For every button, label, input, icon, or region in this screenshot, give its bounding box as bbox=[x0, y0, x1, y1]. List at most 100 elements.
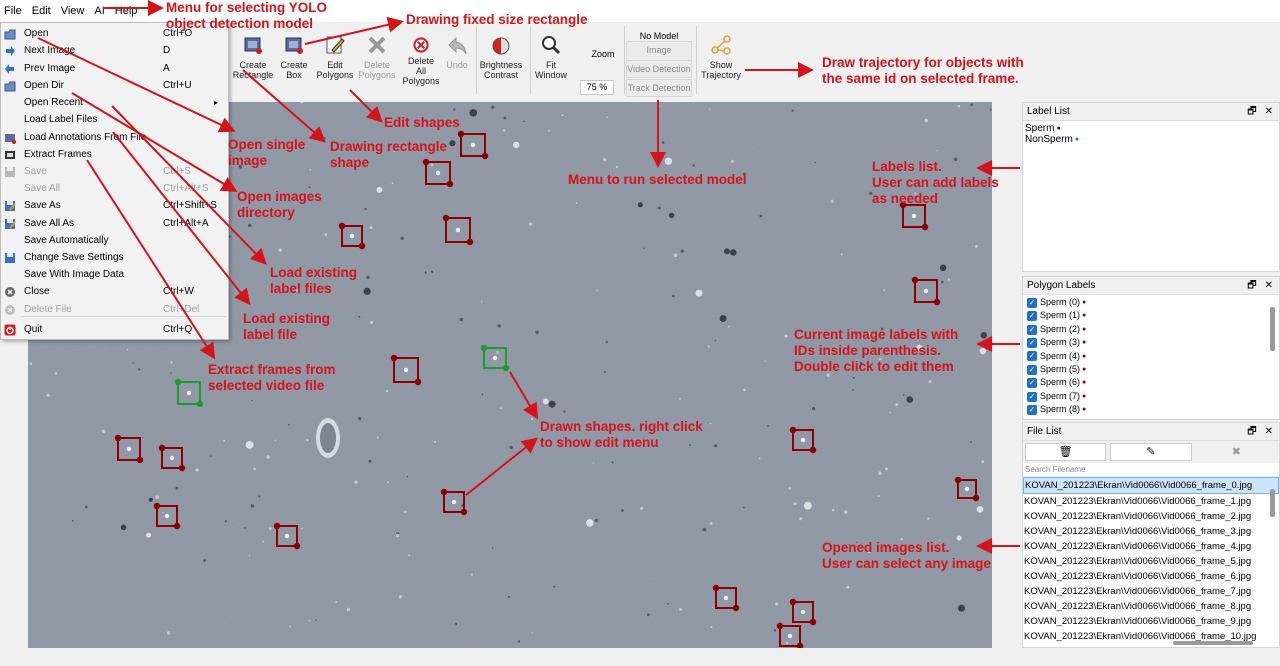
box-handle[interactable] bbox=[809, 446, 817, 454]
drawn-shapes[interactable] bbox=[114, 130, 980, 648]
sperm-bounding-box[interactable] bbox=[899, 201, 929, 231]
dock-close-icon[interactable]: ✕ bbox=[1264, 426, 1273, 437]
box-handle[interactable] bbox=[809, 618, 817, 626]
label-item-sperm[interactable]: Sperm● bbox=[1023, 123, 1279, 134]
file-search-input[interactable]: Search Filename bbox=[1023, 463, 1279, 477]
box-handle[interactable] bbox=[481, 152, 489, 160]
polygon-label-item[interactable]: ✓Sperm (5)● bbox=[1023, 363, 1279, 376]
create-box-button[interactable]: Create Box bbox=[271, 34, 317, 80]
sperm-bounding-box[interactable] bbox=[776, 622, 804, 648]
checkbox-checked-icon[interactable]: ✓ bbox=[1027, 324, 1037, 335]
menu-view[interactable]: View bbox=[60, 5, 85, 17]
edit-polygons-button[interactable]: Edit Polygons bbox=[312, 34, 358, 80]
box-handle[interactable] bbox=[502, 364, 510, 372]
box-handle[interactable] bbox=[466, 238, 474, 246]
checkbox-checked-icon[interactable]: ✓ bbox=[1027, 404, 1037, 415]
menu-file[interactable]: File bbox=[4, 5, 22, 17]
dock-float-icon[interactable]: 🗗 bbox=[1247, 106, 1257, 117]
file-menu-item-load-label-files[interactable]: Load Label Files bbox=[1, 111, 228, 128]
checkbox-checked-icon[interactable]: ✓ bbox=[1027, 378, 1037, 389]
sperm-bounding-box[interactable] bbox=[440, 488, 468, 516]
polygon-label-item[interactable]: ✓Sperm (7)● bbox=[1023, 390, 1279, 403]
polygon-label-item[interactable]: ✓Sperm (2)● bbox=[1023, 323, 1279, 336]
polygon-label-item[interactable]: ✓Sperm (3)● bbox=[1023, 336, 1279, 349]
box-handle[interactable] bbox=[460, 508, 468, 516]
box-handle[interactable] bbox=[776, 622, 784, 630]
delete-all-polygons-button[interactable]: Delete All Polygons bbox=[398, 36, 444, 86]
box-handle[interactable] bbox=[899, 201, 907, 209]
box-handle[interactable] bbox=[442, 214, 450, 222]
file-list-item[interactable]: KOVAN_201223\Ekran\Vid0066\Vid0066_frame… bbox=[1024, 541, 1252, 552]
remove-file-button[interactable]: ✖ bbox=[1195, 443, 1277, 461]
sperm-bounding-box[interactable] bbox=[457, 130, 489, 160]
box-handle[interactable] bbox=[114, 434, 122, 442]
file-list-item[interactable]: KOVAN_201223\Ekran\Vid0066\Vid0066_frame… bbox=[1023, 477, 1279, 494]
checkbox-checked-icon[interactable]: ✓ bbox=[1027, 391, 1037, 402]
file-menu-item-save-automatically[interactable]: Save Automatically bbox=[1, 232, 228, 249]
box-handle[interactable] bbox=[390, 354, 398, 362]
file-list-item[interactable]: KOVAN_201223\Ekran\Vid0066\Vid0066_frame… bbox=[1024, 571, 1252, 582]
box-handle[interactable] bbox=[338, 222, 346, 230]
nonsperm-bounding-box[interactable] bbox=[480, 344, 510, 372]
file-list-item[interactable]: KOVAN_201223\Ekran\Vid0066\Vid0066_frame… bbox=[1024, 631, 1257, 642]
file-menu-item-load-annotations-from-file[interactable]: Load Annotations From File bbox=[1, 129, 228, 146]
box-handle[interactable] bbox=[293, 542, 301, 550]
box-handle[interactable] bbox=[954, 476, 962, 484]
sperm-bounding-box[interactable] bbox=[422, 158, 454, 188]
box-handle[interactable] bbox=[174, 378, 182, 386]
fit-window-button[interactable]: Fit Window bbox=[528, 34, 574, 80]
menu-ai[interactable]: AI bbox=[94, 5, 105, 17]
box-handle[interactable] bbox=[933, 298, 941, 306]
file-list-item[interactable]: KOVAN_201223\Ekran\Vid0066\Vid0066_frame… bbox=[1024, 601, 1252, 612]
zoom-input[interactable]: 75 % bbox=[580, 80, 614, 95]
undo-button[interactable]: Undo bbox=[434, 34, 480, 70]
file-list-item[interactable]: KOVAN_201223\Ekran\Vid0066\Vid0066_frame… bbox=[1024, 526, 1252, 537]
box-handle[interactable] bbox=[414, 378, 422, 386]
sperm-bounding-box[interactable] bbox=[153, 502, 181, 530]
checkbox-checked-icon[interactable]: ✓ bbox=[1027, 351, 1037, 362]
dock-close-icon[interactable]: ✕ bbox=[1264, 106, 1273, 117]
box-handle[interactable] bbox=[153, 502, 161, 510]
box-handle[interactable] bbox=[789, 426, 797, 434]
box-handle[interactable] bbox=[789, 598, 797, 606]
file-list-item[interactable]: KOVAN_201223\Ekran\Vid0066\Vid0066_frame… bbox=[1024, 586, 1252, 597]
dock-float-icon[interactable]: 🗗 bbox=[1247, 426, 1257, 437]
sperm-bounding-box[interactable] bbox=[114, 434, 144, 464]
polygon-label-item[interactable]: ✓Sperm (4)● bbox=[1023, 350, 1279, 363]
brightness-contrast-button[interactable]: Brightness Contrast bbox=[478, 34, 524, 80]
checkbox-checked-icon[interactable]: ✓ bbox=[1027, 364, 1037, 375]
file-list-item[interactable]: KOVAN_201223\Ekran\Vid0066\Vid0066_frame… bbox=[1024, 616, 1252, 627]
box-handle[interactable] bbox=[480, 344, 488, 352]
file-list-item[interactable]: KOVAN_201223\Ekran\Vid0066\Vid0066_frame… bbox=[1024, 511, 1252, 522]
menu-edit[interactable]: Edit bbox=[31, 5, 51, 17]
box-handle[interactable] bbox=[136, 456, 144, 464]
box-handle[interactable] bbox=[921, 223, 929, 231]
box-handle[interactable] bbox=[178, 464, 186, 472]
box-handle[interactable] bbox=[911, 276, 919, 284]
box-handle[interactable] bbox=[446, 180, 454, 188]
sperm-bounding-box[interactable] bbox=[273, 522, 301, 550]
sperm-bounding-box[interactable] bbox=[954, 476, 980, 502]
label-item-nonsperm[interactable]: NonSperm● bbox=[1023, 134, 1279, 145]
file-list-item[interactable]: KOVAN_201223\Ekran\Vid0066\Vid0066_frame… bbox=[1024, 496, 1252, 507]
box-handle[interactable] bbox=[158, 444, 166, 452]
box-handle[interactable] bbox=[173, 522, 181, 530]
file-list-scrollbar[interactable] bbox=[1270, 489, 1275, 517]
box-handle[interactable] bbox=[422, 158, 430, 166]
file-menu-item-change-save-settings[interactable]: Change Save Settings bbox=[1, 249, 228, 266]
box-handle[interactable] bbox=[440, 488, 448, 496]
box-handle[interactable] bbox=[358, 242, 366, 250]
file-menu-item-open-recent[interactable]: Open Recent▸ bbox=[1, 94, 228, 111]
box-handle[interactable] bbox=[196, 400, 204, 408]
polygon-label-item[interactable]: ✓Sperm (1)● bbox=[1023, 309, 1279, 322]
file-menu-item-extract-frames[interactable]: Extract Frames bbox=[1, 146, 228, 163]
track-detection-button[interactable]: Track Detection bbox=[626, 79, 692, 97]
file-list-item[interactable]: KOVAN_201223\Ekran\Vid0066\Vid0066_frame… bbox=[1024, 556, 1252, 567]
sperm-bounding-box[interactable] bbox=[911, 276, 941, 306]
